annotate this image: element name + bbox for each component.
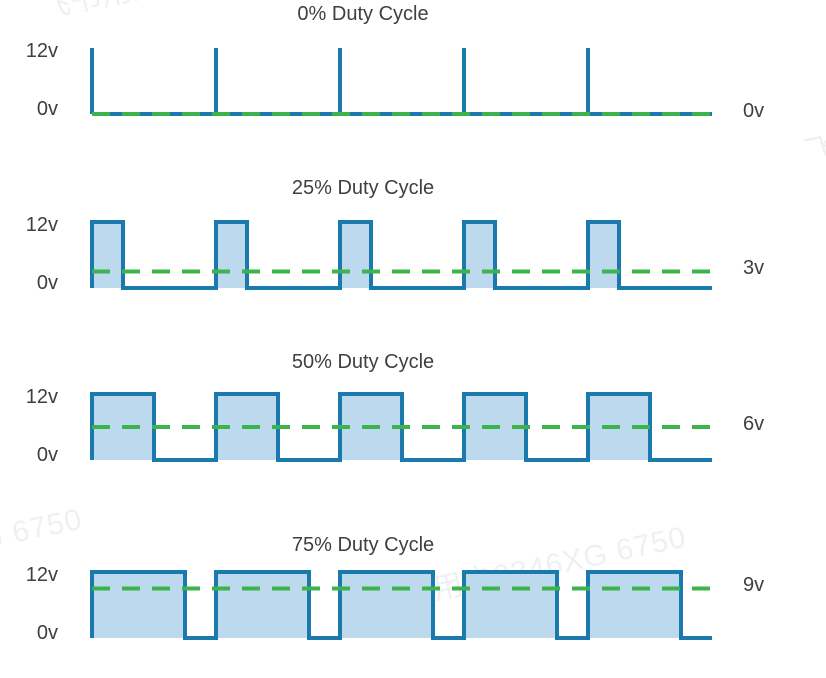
average-voltage-label: 3v xyxy=(743,257,765,279)
waveform-svg-0-percent xyxy=(90,48,712,116)
y-axis-label-0v: 0v xyxy=(36,98,58,120)
waveform-svg-75-percent xyxy=(90,570,712,640)
chart-title-25-percent: 25% Duty Cycle xyxy=(291,177,435,199)
y-axis-label-0v: 0v xyxy=(36,622,58,644)
square-wave-path xyxy=(90,570,712,640)
chart-title-0-percent: 0% Duty Cycle xyxy=(297,3,429,25)
average-voltage-label: 6v xyxy=(743,413,765,435)
square-wave-path xyxy=(90,48,712,116)
watermark: 飞书用户3346XG 6750 xyxy=(801,71,826,170)
square-wave-path xyxy=(90,220,712,290)
waveform-svg-50-percent xyxy=(90,392,712,462)
average-voltage-label: 9v xyxy=(743,574,765,596)
y-axis-label-12v: 12v xyxy=(25,564,58,586)
y-axis-label-0v: 0v xyxy=(36,444,58,466)
y-axis-label-0v: 0v xyxy=(36,272,58,294)
y-axis-label-12v: 12v xyxy=(25,386,58,408)
chart-title-50-percent: 50% Duty Cycle xyxy=(291,351,435,373)
chart-title-75-percent: 75% Duty Cycle xyxy=(291,534,435,556)
y-axis-label-12v: 12v xyxy=(25,40,58,62)
average-voltage-label: 0v xyxy=(743,100,765,122)
waveform-svg-25-percent xyxy=(90,220,712,290)
y-axis-label-12v: 12v xyxy=(25,214,58,236)
